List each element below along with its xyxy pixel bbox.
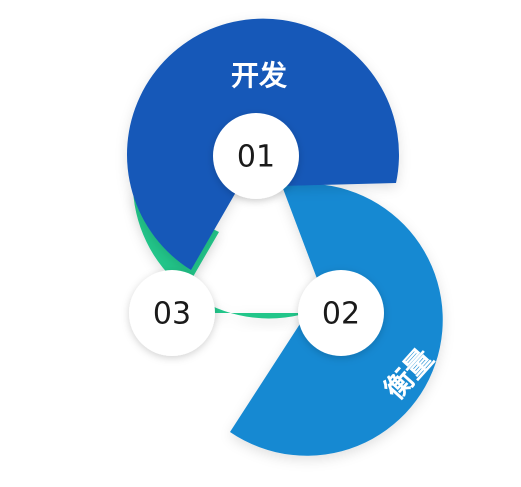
segment-label-build: 开发 xyxy=(231,59,287,92)
segment-label-learn: 学习 xyxy=(79,340,141,404)
node-02-number: 02 xyxy=(322,297,360,332)
node-01-number: 01 xyxy=(237,140,275,175)
node-01: 01 xyxy=(213,113,299,199)
node-03: 03 xyxy=(129,270,215,356)
node-02: 02 xyxy=(298,270,384,356)
node-03-number: 03 xyxy=(153,297,191,332)
